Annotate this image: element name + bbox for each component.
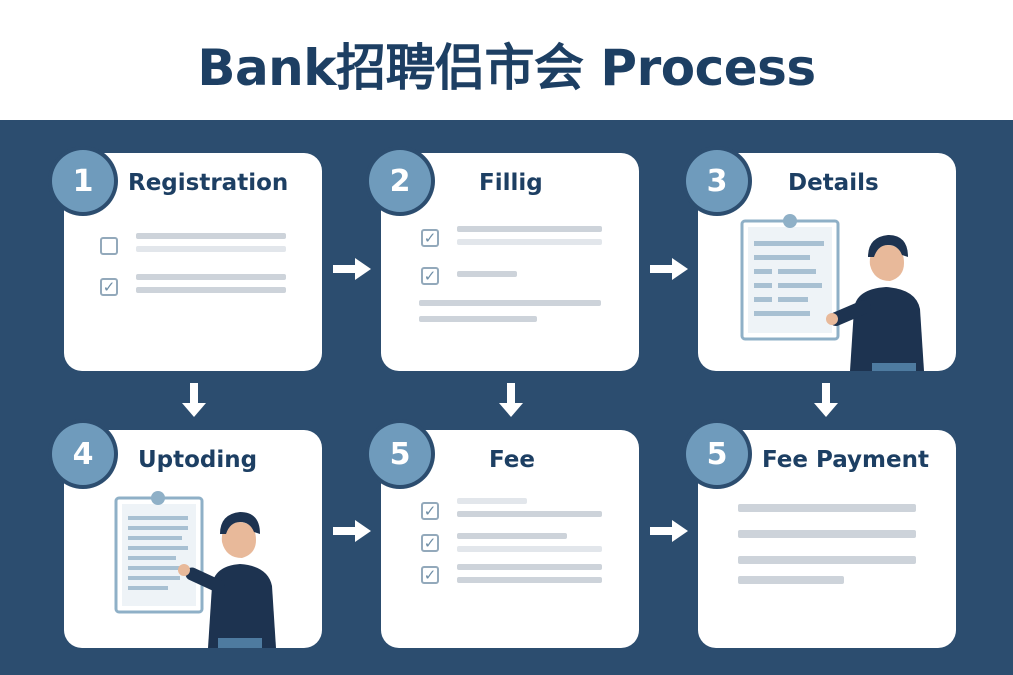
text-line: [136, 246, 286, 252]
checkbox-checked-icon: ✓: [421, 534, 439, 552]
text-line: [419, 300, 601, 306]
step-badge-6: 5: [686, 423, 748, 485]
text-line: [457, 511, 602, 517]
step-badge-1: 1: [52, 150, 114, 212]
checkbox-checked-icon: ✓: [100, 278, 118, 296]
checkbox-checked-icon: ✓: [421, 566, 439, 584]
arrow-right-icon: [331, 256, 373, 282]
text-line: [457, 564, 602, 570]
step-title-2: Fillig: [479, 170, 543, 196]
checkbox-checked-icon: ✓: [421, 229, 439, 247]
text-line: [738, 576, 844, 584]
text-line: [457, 271, 517, 277]
arrow-down-icon: [812, 381, 840, 419]
person-at-clipboard-illustration: [740, 214, 924, 371]
step-badge-5: 5: [369, 423, 431, 485]
text-line: [457, 498, 527, 504]
step-title-5: Fee: [489, 447, 535, 473]
checkbox-empty-icon: [100, 237, 118, 255]
person-at-clipboard-illustration: [114, 491, 276, 648]
step-badge-4: 4: [52, 423, 114, 485]
checkbox-checked-icon: ✓: [421, 502, 439, 520]
arrow-right-icon: [648, 518, 690, 544]
step-title-6: Fee Payment: [762, 447, 929, 473]
text-line: [457, 546, 602, 552]
text-line: [738, 504, 916, 512]
text-line: [738, 530, 916, 538]
arrow-right-icon: [648, 256, 690, 282]
text-line: [457, 226, 602, 232]
text-line: [457, 533, 567, 539]
step-title-1: Registration: [128, 170, 289, 196]
step-card-6: Fee Payment: [698, 430, 956, 648]
text-line: [419, 316, 537, 322]
step-title-4: Uptoding: [138, 447, 258, 473]
arrow-down-icon: [497, 381, 525, 419]
text-line: [457, 239, 602, 245]
text-line: [738, 556, 916, 564]
diagram-title: Bank招聘侣市会 Process: [197, 39, 816, 97]
text-line: [136, 287, 286, 293]
step-badge-2: 2: [369, 150, 431, 212]
arrow-down-icon: [180, 381, 208, 419]
step-badge-3: 3: [686, 150, 748, 212]
text-line: [136, 274, 286, 280]
text-line: [136, 233, 286, 239]
arrow-right-icon: [331, 518, 373, 544]
checkbox-checked-icon: ✓: [421, 267, 439, 285]
step-title-3: Details: [788, 170, 879, 196]
text-line: [457, 577, 602, 583]
